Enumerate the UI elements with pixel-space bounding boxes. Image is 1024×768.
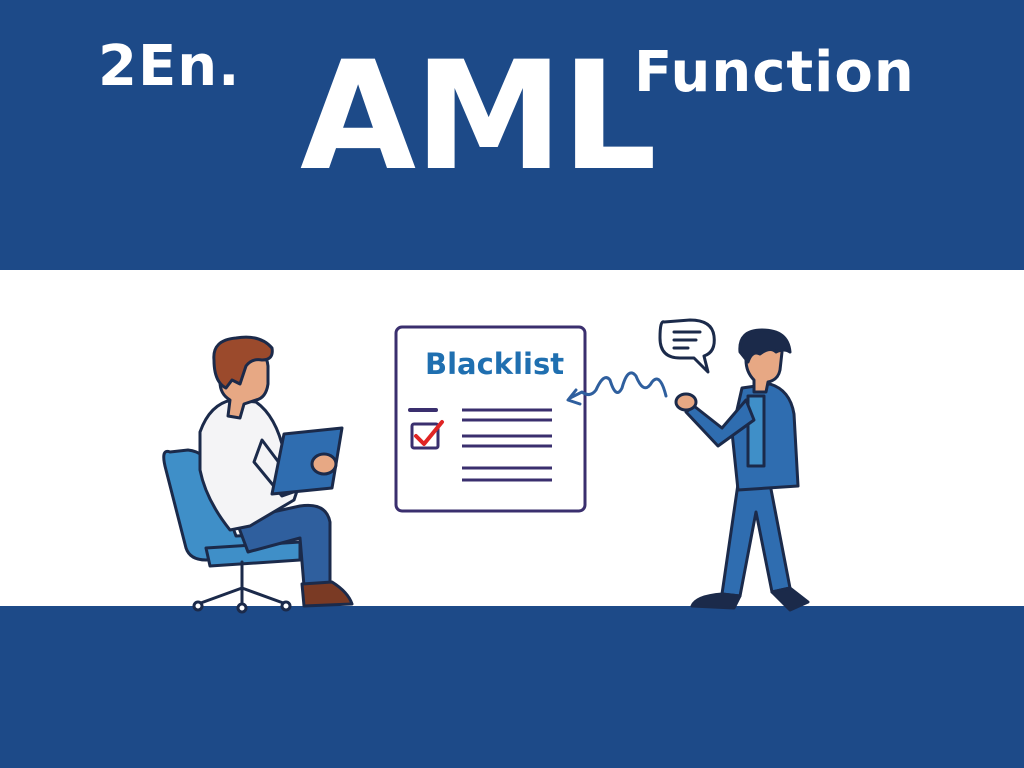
header-band <box>0 0 1024 270</box>
header-title: AML <box>300 30 657 204</box>
speech-bubble-icon <box>658 318 716 374</box>
standing-person-figure <box>674 328 810 612</box>
scribble-arrow-icon <box>566 371 668 406</box>
seated-person-figure <box>162 335 354 614</box>
board-title: Blacklist <box>425 347 564 381</box>
blacklist-board: Blacklist <box>394 325 587 513</box>
footer-band <box>0 606 1024 768</box>
header-left-label: 2En. <box>98 34 241 99</box>
header-right-label: Function <box>634 40 915 105</box>
checkbox-checked-icon <box>410 420 444 450</box>
